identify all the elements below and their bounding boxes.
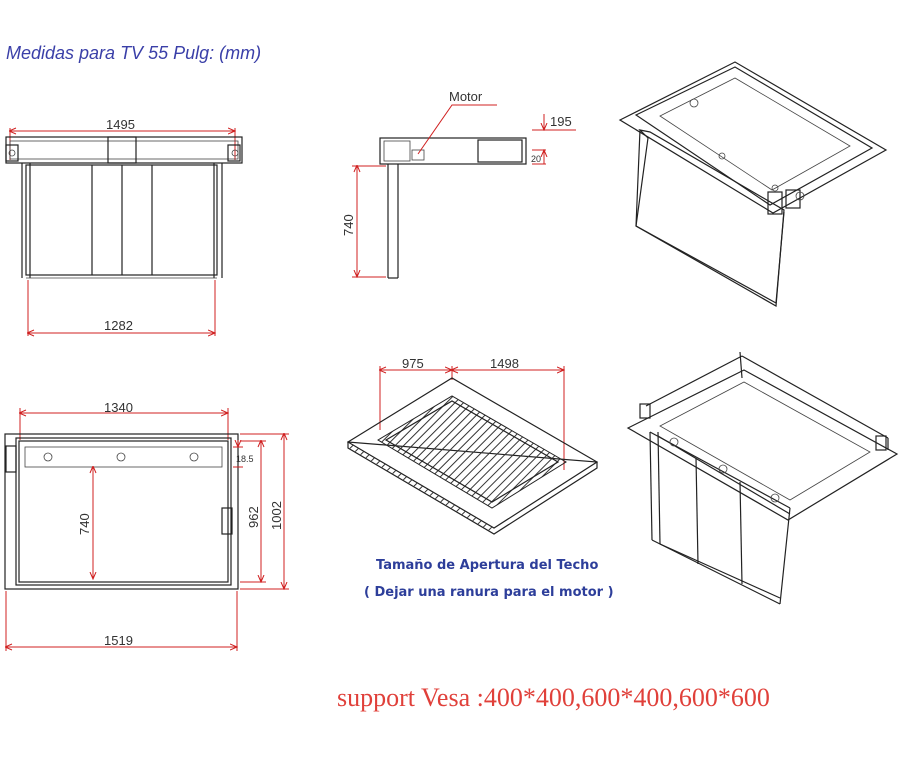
isometric-view-bottom bbox=[626, 351, 899, 605]
ceiling-note: ( Dejar una ranura para el motor ) bbox=[364, 585, 614, 600]
page-title: Medidas para TV 55 Pulg: (mm) bbox=[6, 43, 262, 63]
isometric-view-top bbox=[618, 61, 888, 307]
vesa-support-text: support Vesa :400*400,600*400,600*600 bbox=[337, 683, 770, 712]
bottom-inner-height: 740 bbox=[77, 513, 92, 535]
front-width-top: 1495 bbox=[106, 117, 135, 132]
front-width-bottom: 1282 bbox=[104, 318, 133, 333]
side-small: 20 bbox=[531, 154, 541, 164]
motor-label: Motor bbox=[449, 89, 483, 104]
bottom-width-bottom: 1519 bbox=[104, 633, 133, 648]
front-view bbox=[5, 128, 243, 336]
ceiling-opening-view bbox=[346, 366, 599, 535]
side-view bbox=[352, 104, 576, 279]
side-depth: 195 bbox=[550, 114, 572, 129]
bottom-width-top: 1340 bbox=[104, 400, 133, 415]
bottom-view bbox=[4, 408, 289, 651]
bottom-height-b: 1002 bbox=[269, 501, 284, 530]
bottom-offset: 18.5 bbox=[236, 454, 254, 464]
ceiling-caption: Tamaño de Apertura del Techo bbox=[376, 558, 599, 573]
ceiling-dim-a: 975 bbox=[402, 356, 424, 371]
ceiling-dim-b: 1498 bbox=[490, 356, 519, 371]
side-height: 740 bbox=[341, 214, 356, 236]
bottom-height-a: 962 bbox=[246, 506, 261, 528]
